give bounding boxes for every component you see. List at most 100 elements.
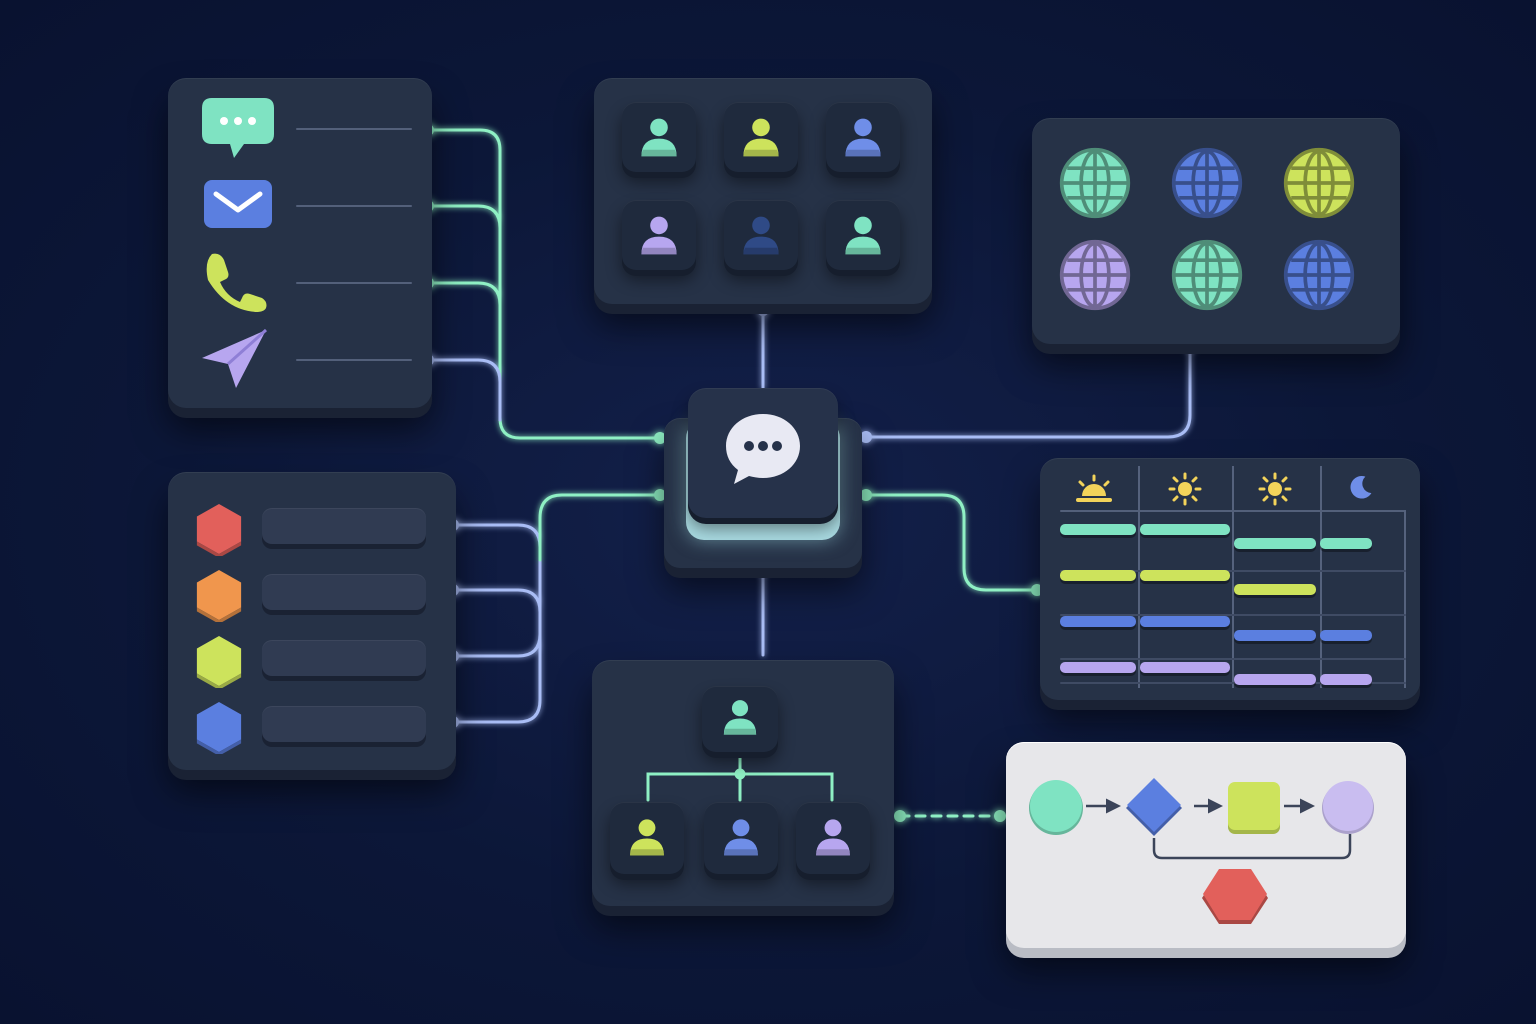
user-icon: [737, 110, 785, 164]
channel-paper-plane-icon[interactable]: [200, 328, 268, 390]
user-tile[interactable]: [622, 200, 696, 270]
wire-endpoint-dot: [894, 810, 906, 822]
sun-icon: [1258, 472, 1292, 506]
schedule-grid-line: [1060, 682, 1406, 684]
org-child-tile[interactable]: [796, 802, 870, 874]
schedule-bar[interactable]: [1234, 630, 1316, 641]
user-tile[interactable]: [826, 200, 900, 270]
schedule-column-divider: [1320, 466, 1322, 688]
wire-endpoint-dot: [860, 489, 872, 501]
hub-chat-bubble-icon: [722, 410, 804, 488]
moon-icon: [1348, 474, 1374, 500]
sun-icon: [1168, 472, 1202, 506]
schedule-column-divider: [1232, 466, 1234, 688]
schedule-bar[interactable]: [1140, 570, 1230, 581]
schedule-bar[interactable]: [1320, 630, 1372, 641]
hexagon-icon: [194, 502, 244, 556]
org-child-tile[interactable]: [704, 802, 778, 874]
globe-icon[interactable]: [1058, 238, 1132, 312]
flow-node-start[interactable]: [1029, 780, 1083, 835]
wire-priority-red: [451, 523, 542, 724]
org-chart-lines: [646, 748, 834, 802]
flow-node-decision[interactable]: [1126, 778, 1182, 836]
channel-envelope-icon[interactable]: [202, 178, 274, 230]
schedule-bar[interactable]: [1234, 584, 1316, 595]
schedule-bar[interactable]: [1234, 674, 1316, 685]
wire-priority-hub: [538, 493, 662, 562]
user-icon: [810, 810, 856, 864]
org-child-tile[interactable]: [610, 802, 684, 874]
schedule-bar[interactable]: [1060, 662, 1136, 673]
schedule-bar[interactable]: [1060, 570, 1136, 581]
user-icon: [839, 110, 887, 164]
wire-endpoint-dot: [860, 431, 872, 443]
wire-channel-phone: [426, 281, 502, 422]
org-root-tile[interactable]: [702, 686, 778, 752]
user-icon: [624, 810, 670, 864]
channel-chat-icon[interactable]: [200, 96, 276, 162]
wire-endpoint-dot: [654, 432, 666, 444]
globe-icon[interactable]: [1282, 238, 1356, 312]
schedule-bar[interactable]: [1140, 616, 1230, 627]
user-tile[interactable]: [724, 200, 798, 270]
user-icon: [635, 110, 683, 164]
priority-bar[interactable]: [262, 706, 426, 742]
wire-priority-lime: [451, 632, 542, 658]
schedule-bar[interactable]: [1140, 524, 1230, 535]
users-panel: [594, 78, 932, 304]
wire-endpoint-dot: [654, 489, 666, 501]
priority-bar[interactable]: [262, 640, 426, 676]
schedule-bar[interactable]: [1060, 616, 1136, 627]
user-tile[interactable]: [826, 102, 900, 172]
hexagon-icon: [194, 568, 244, 622]
wire-channel-send: [426, 358, 502, 422]
channel-line-phone: [296, 282, 412, 284]
globes-panel: [1032, 118, 1400, 344]
globe-icon[interactable]: [1170, 238, 1244, 312]
priority-panel: [168, 472, 456, 770]
channel-line-mail: [296, 205, 412, 207]
org-chart-panel: [592, 660, 894, 906]
user-icon: [737, 208, 785, 262]
schedule-bar[interactable]: [1320, 674, 1372, 685]
priority-bar[interactable]: [262, 574, 426, 610]
flowchart-diagram: [1029, 778, 1374, 924]
user-tile[interactable]: [724, 102, 798, 172]
user-icon: [839, 208, 887, 262]
user-icon: [718, 810, 764, 864]
priority-bar[interactable]: [262, 508, 426, 544]
hub-button[interactable]: [688, 388, 838, 518]
sunrise-icon: [1074, 474, 1114, 504]
schedule-right-border: [1404, 510, 1406, 688]
user-tile[interactable]: [622, 102, 696, 172]
globe-icon[interactable]: [1282, 146, 1356, 220]
flowchart-panel: [1006, 742, 1406, 948]
wire-endpoint-dot: [757, 304, 769, 316]
schedule-grid-line: [1060, 570, 1406, 572]
schedule-grid-line: [1060, 658, 1406, 660]
flow-node-hexagon[interactable]: [1202, 869, 1268, 924]
schedule-grid-line: [1060, 614, 1406, 616]
channels-panel: [168, 78, 432, 408]
globe-icon[interactable]: [1170, 146, 1244, 220]
hexagon-icon: [194, 634, 244, 688]
channel-line-chat: [296, 128, 412, 130]
wire-channel-mail: [426, 204, 502, 422]
wire-schedule: [864, 493, 1039, 592]
globe-icon[interactable]: [1058, 146, 1132, 220]
user-icon: [718, 692, 762, 742]
channel-phone-icon[interactable]: [202, 250, 270, 314]
schedule-header-line: [1060, 510, 1406, 512]
schedule-column-divider: [1138, 466, 1140, 688]
schedule-bar[interactable]: [1060, 524, 1136, 535]
hexagon-icon: [194, 700, 244, 754]
schedule-bar[interactable]: [1320, 538, 1372, 549]
channel-line-send: [296, 359, 412, 361]
flow-node-end[interactable]: [1322, 781, 1374, 834]
wire-endpoint-dot: [994, 810, 1006, 822]
schedule-bar[interactable]: [1234, 538, 1316, 549]
schedule-panel: [1040, 458, 1420, 700]
flow-node-process[interactable]: [1228, 782, 1280, 834]
schedule-bar[interactable]: [1140, 662, 1230, 673]
